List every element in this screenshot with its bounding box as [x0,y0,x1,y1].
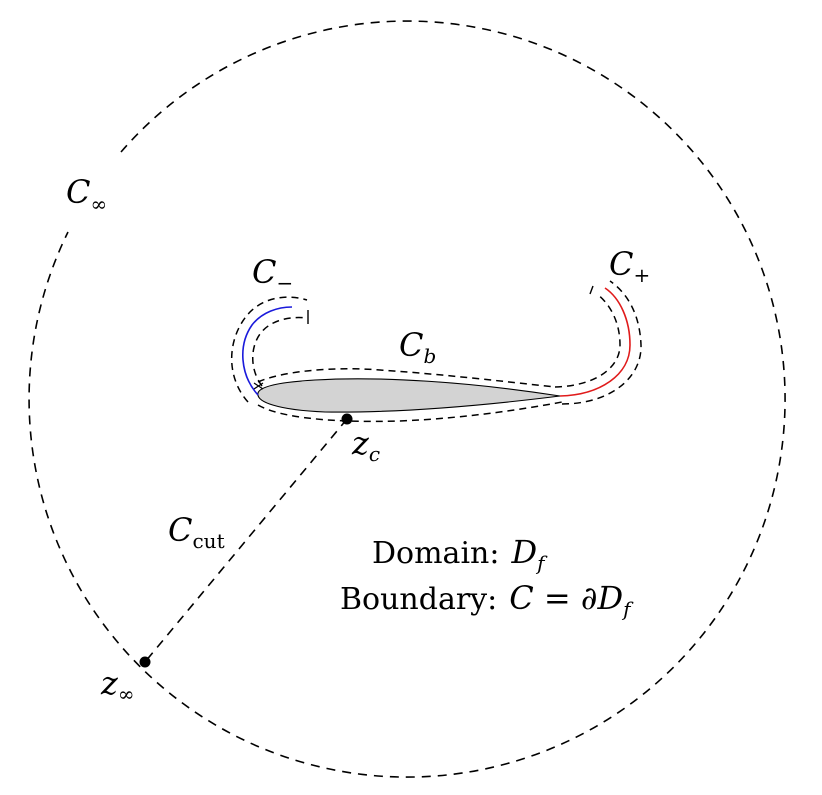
branch-cut-line [144,418,348,663]
wake-contour-c-plus-end [589,285,594,295]
airfoil-body [257,378,561,413]
wake-curve-c-plus [559,287,631,397]
label-c-b: Cb [399,326,436,368]
boundary-line: Boundary:C = ∂Df [340,579,634,621]
label-c-infinity: C∞ [66,173,107,216]
label-c-plus: C+ [609,245,650,287]
domain-line: Domain:Df [372,533,548,575]
label-c-cut: Ccut [168,511,225,553]
label-c-minus: C− [252,253,293,295]
body-contour-c-b [257,368,563,423]
point-z-infinity [139,656,151,668]
wake-contour-c-plus-outer [561,280,642,405]
wake-contour-c-minus-inner [252,316,308,387]
point-z-c [341,413,353,425]
wake-curve-c-minus [242,306,293,396]
label-z-c: zc [351,424,380,466]
wake-contour-c-plus-inner [554,293,621,388]
outer-circle-c-infinity [28,20,786,778]
wake-contour-c-minus-outer [230,296,308,403]
cross-mark [253,382,264,390]
label-z-infinity: z∞ [100,664,135,706]
